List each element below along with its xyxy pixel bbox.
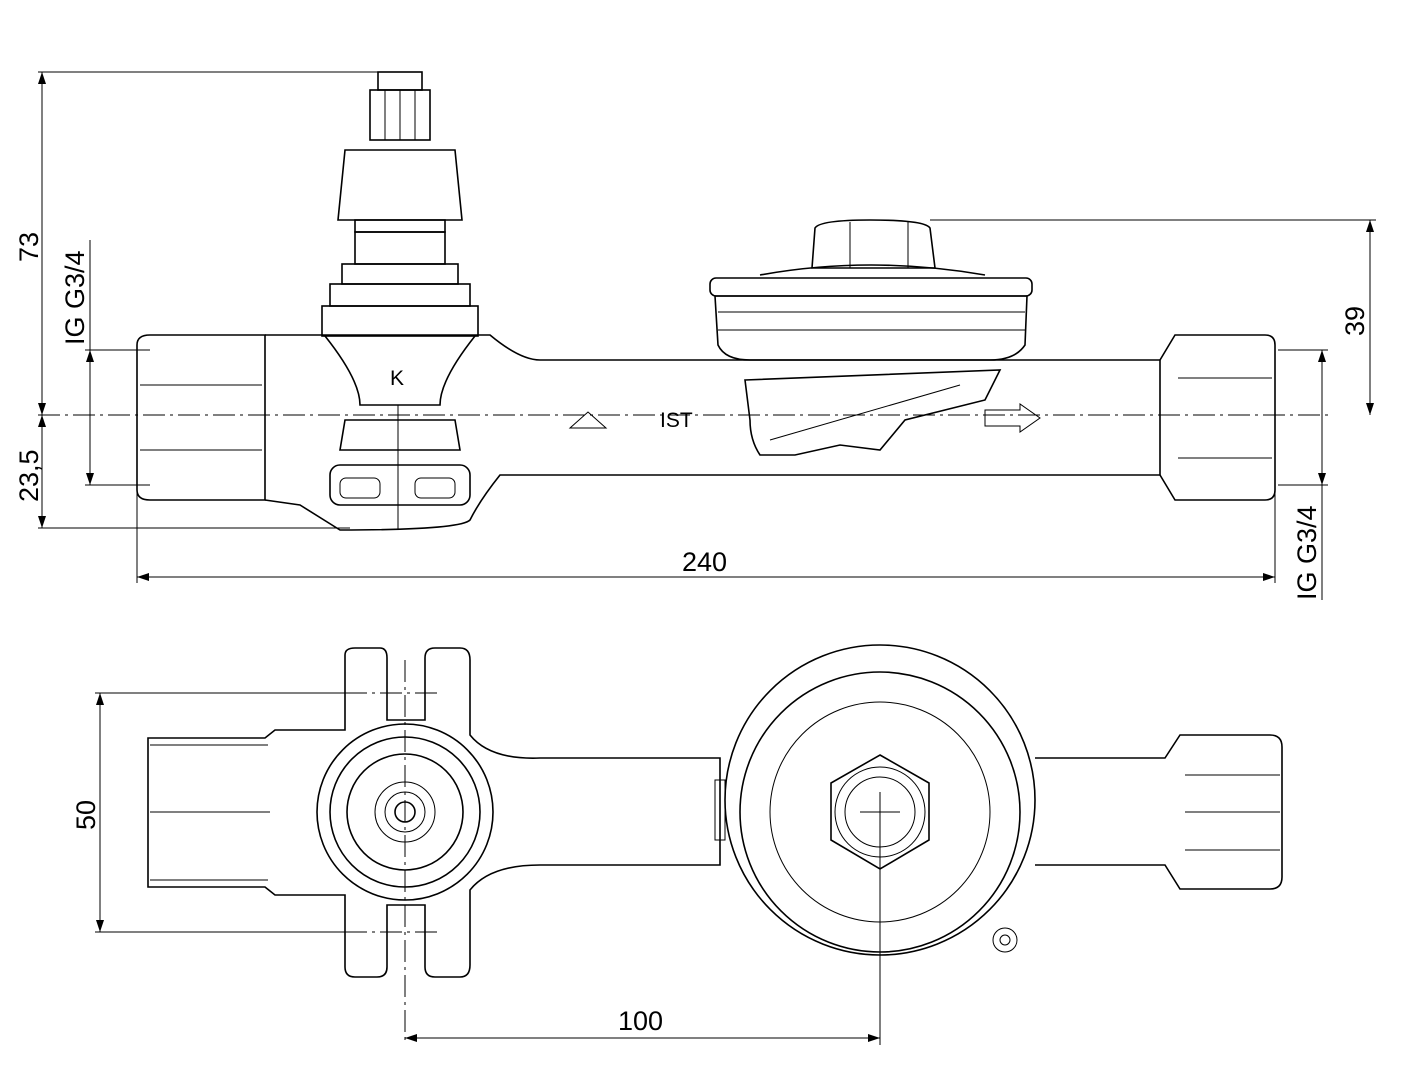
body-top [147, 647, 721, 978]
flow-arrow-icon [984, 403, 1041, 433]
dimension-lines [38, 71, 1376, 600]
dimension-below-center: 23,5 [14, 449, 44, 502]
dimension-lines-top [95, 692, 880, 1042]
dimension-width: 50 [71, 800, 101, 830]
right-fitting [1159, 334, 1276, 501]
triangle-mark-icon [568, 411, 608, 429]
right-fitting-top [1035, 734, 1283, 890]
dimension-length: 240 [682, 547, 727, 577]
top-view: 50 100 [71, 644, 1283, 1045]
cartridge [321, 71, 479, 530]
check-valve-cap [709, 219, 1033, 456]
left-fitting [136, 334, 266, 501]
flow-marking: IST [660, 409, 693, 432]
dimension-right-height: 39 [1340, 306, 1370, 336]
valve-marking: K [390, 367, 404, 390]
valve-body [264, 334, 1161, 531]
dimension-center-distance: 100 [618, 1006, 663, 1036]
dimension-thread-left: IG G3/4 [60, 250, 90, 345]
dimension-height-total: 73 [14, 232, 44, 262]
dimension-thread-right: IG G3/4 [1292, 505, 1322, 600]
side-view: K IST [14, 71, 1376, 600]
